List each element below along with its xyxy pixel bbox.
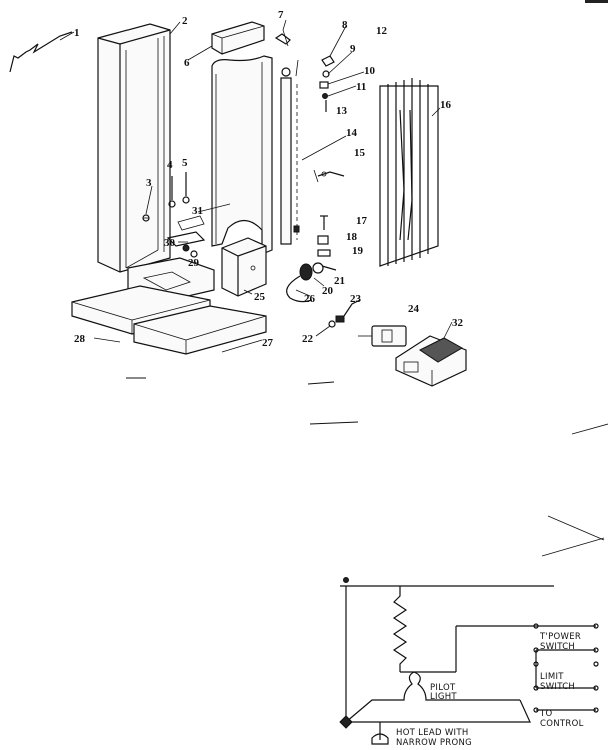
callout-31: 31 [192,205,203,217]
callout-13: 13 [336,105,348,117]
part-14-burner-tube [280,59,300,245]
callout-14: 14 [346,127,358,139]
wiring-schematic [339,577,599,745]
callout-6: 6 [184,57,190,69]
pilot-light-symbol [380,671,520,701]
callout-5: 5 [182,157,188,169]
part-24-valve [358,325,407,347]
part-10-nut [319,81,329,89]
part-32-control-box [395,335,467,387]
callout-18: 18 [346,231,358,243]
switch-3-label-a: TO [539,709,552,719]
switch-3-label-b: CONTROL [540,719,584,729]
switch-1-label-b: SWITCH [540,642,575,652]
part-6-top-cap [211,21,265,55]
callout-29: 29 [188,257,200,269]
part-2-cabinet [97,23,171,273]
callout-30: 30 [164,237,176,249]
callout-15: 15 [354,147,366,159]
callout-20: 20 [322,285,334,297]
callout-25: 25 [254,291,266,303]
part-30-valve-assembly [166,215,206,258]
callout-4: 4 [167,159,173,171]
callout-3: 3 [146,177,152,189]
part-16-grill [379,78,439,267]
part-7-fitting [274,29,291,47]
callout-22: 22 [302,333,314,345]
pilot-light-label-b: LIGHT [430,692,457,702]
part-19-bracket [317,249,331,257]
part-11-washer [322,93,328,99]
part-23-tube [343,299,361,317]
callout-9: 9 [350,43,356,55]
switch-1-label-a: T'POWER [539,632,581,642]
callout-19: 19 [352,245,364,257]
part-3-screw [142,214,150,222]
callout-11: 11 [356,81,366,93]
callout-2: 2 [182,15,188,27]
part-31-liner [211,55,273,255]
part-17-pin [320,215,328,230]
part-1-wire [9,31,73,73]
callout-16: 16 [440,99,452,111]
part-26-wire [286,275,313,303]
switch-2-label-a: LIMIT [540,672,564,682]
part-15-thermocouple [313,169,345,183]
callout-10: 10 [364,65,376,77]
part-5-bolt [182,172,190,204]
callout-24: 24 [408,303,420,315]
corner-mark [585,0,608,3]
callout-1: 1 [74,27,80,39]
heating-resistor [392,586,408,672]
callout-labels: 1 2 3 4 5 6 7 8 9 10 11 12 13 14 15 16 1… [74,9,464,349]
callout-28: 28 [74,333,86,345]
plug-symbol [371,733,389,745]
part-18-clip [317,235,329,245]
pilot-light-label-a: PILOT [430,683,456,693]
part-9-fitting [322,70,330,78]
callout-23: 23 [350,293,362,305]
leader-lines [59,19,453,353]
switch-2-label-b: SWITCH [540,682,575,692]
callout-17: 17 [356,215,368,227]
callout-26: 26 [304,293,316,305]
part-25-burner-box [221,237,267,297]
plug-label-a: HOT LEAD WITH [396,728,469,738]
stray-marks [126,377,608,557]
wiring-labels: T'POWER SWITCH LIMIT SWITCH TO CONTROL P… [396,632,584,748]
part-22-fitting [328,315,345,328]
callout-12: 12 [376,25,388,37]
callout-7: 7 [278,9,284,21]
callout-32: 32 [452,317,464,329]
plug-label-b: NARROW PRONG [396,738,472,748]
callout-8: 8 [342,19,348,31]
part-8-fitting [321,55,335,67]
part-20-pilot [299,262,324,281]
part-27-front-base [133,305,267,355]
part-4-bolt [168,176,176,208]
part-21-tube [321,265,337,271]
callout-27: 27 [262,337,274,349]
callout-21: 21 [334,275,345,287]
